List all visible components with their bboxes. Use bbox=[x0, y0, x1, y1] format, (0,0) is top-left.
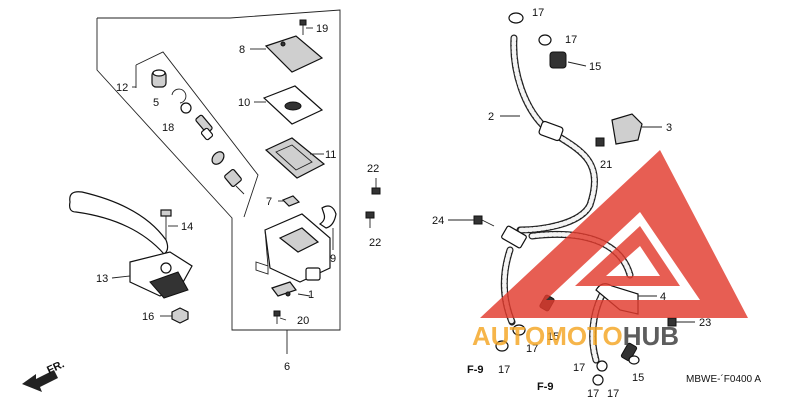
part-switch bbox=[271, 281, 297, 297]
piston-set-outline bbox=[135, 51, 259, 218]
automotohub-watermark: AUTOMOTOHUB bbox=[472, 150, 748, 351]
leader-lines bbox=[111, 27, 695, 354]
callout-7: 7 bbox=[266, 196, 272, 208]
svg-text:AUTOMOTOHUB: AUTOMOTOHUB bbox=[472, 321, 679, 351]
front-direction-arrow: FR. bbox=[22, 358, 66, 392]
part-boot bbox=[151, 69, 167, 88]
part-circlip bbox=[171, 88, 192, 114]
watermark-text-moto: MOTO bbox=[545, 321, 623, 351]
watermark-logo-triangle bbox=[480, 150, 748, 318]
part-master-cylinder bbox=[255, 213, 331, 283]
diagram-code: MBWE-´F0400 A bbox=[686, 373, 761, 385]
part-reservoir-cap bbox=[264, 35, 324, 73]
callout-17-f: 17 bbox=[587, 388, 599, 400]
callout-2: 2 bbox=[488, 111, 494, 123]
watermark-logo-inner-triangle bbox=[575, 226, 680, 286]
callout-22-top: 22 bbox=[367, 163, 379, 175]
callout-22-bottom: 22 bbox=[369, 237, 381, 249]
callout-8: 8 bbox=[239, 44, 245, 56]
callout-17-c: 17 bbox=[526, 343, 538, 355]
part-banjo-bolts bbox=[539, 51, 638, 362]
part-screw-20 bbox=[273, 310, 281, 324]
callout-23: 23 bbox=[699, 317, 711, 329]
callout-15-top: 15 bbox=[589, 61, 601, 73]
callout-9: 9 bbox=[330, 253, 336, 265]
brake-hose-upper bbox=[501, 34, 598, 249]
callout-15-bottom: 15 bbox=[632, 372, 644, 384]
callout-17-g: 17 bbox=[607, 388, 619, 400]
callout-14: 14 bbox=[181, 221, 193, 233]
callout-20: 20 bbox=[297, 315, 309, 327]
callout-17-b: 17 bbox=[565, 34, 577, 46]
callout-1: 1 bbox=[308, 289, 314, 301]
callout-5: 5 bbox=[153, 97, 159, 109]
watermark-text-hub: HUB bbox=[623, 321, 679, 351]
watermark-text-auto: AUTO bbox=[472, 321, 545, 351]
part-sealing-washers bbox=[495, 12, 640, 386]
front-direction-label: FR. bbox=[45, 358, 66, 376]
reference-f9-bottom: F-9 bbox=[537, 381, 554, 393]
reference-f9-left: F-9 bbox=[467, 364, 484, 376]
callout-15-middle: 15 bbox=[547, 331, 559, 343]
part-brake-lever bbox=[69, 191, 193, 299]
callout-19: 19 bbox=[316, 23, 328, 35]
part-nut-16 bbox=[171, 307, 189, 324]
callout-labels: 1 2 3 4 5 6 7 8 9 10 11 12 13 14 15 15 1… bbox=[96, 7, 761, 400]
part-holder bbox=[318, 205, 337, 250]
callout-10: 10 bbox=[238, 97, 250, 109]
callout-17-a: 17 bbox=[532, 7, 544, 19]
part-bolts-22 bbox=[365, 178, 381, 228]
callout-24: 24 bbox=[432, 215, 444, 227]
part-clip-7 bbox=[281, 195, 301, 207]
callout-3: 3 bbox=[666, 122, 672, 134]
callout-17-e: 17 bbox=[573, 362, 585, 374]
part-pivot-bolt bbox=[160, 209, 172, 240]
callout-11: 11 bbox=[325, 149, 336, 161]
callout-4: 4 bbox=[660, 291, 666, 303]
part-screw-19 bbox=[299, 19, 307, 35]
callout-17-d: 17 bbox=[498, 364, 510, 376]
master-cylinder-group-outline bbox=[96, 9, 341, 331]
callout-16: 16 bbox=[142, 311, 154, 323]
callout-18: 18 bbox=[162, 122, 174, 134]
part-hose-clamp-3 bbox=[611, 113, 643, 145]
part-diaphragm bbox=[264, 137, 326, 179]
callout-12: 12 bbox=[116, 82, 128, 94]
callout-13: 13 bbox=[96, 273, 108, 285]
callout-21: 21 bbox=[600, 159, 612, 171]
part-plate bbox=[262, 85, 324, 125]
callout-6: 6 bbox=[284, 361, 290, 373]
part-piston bbox=[195, 114, 245, 195]
